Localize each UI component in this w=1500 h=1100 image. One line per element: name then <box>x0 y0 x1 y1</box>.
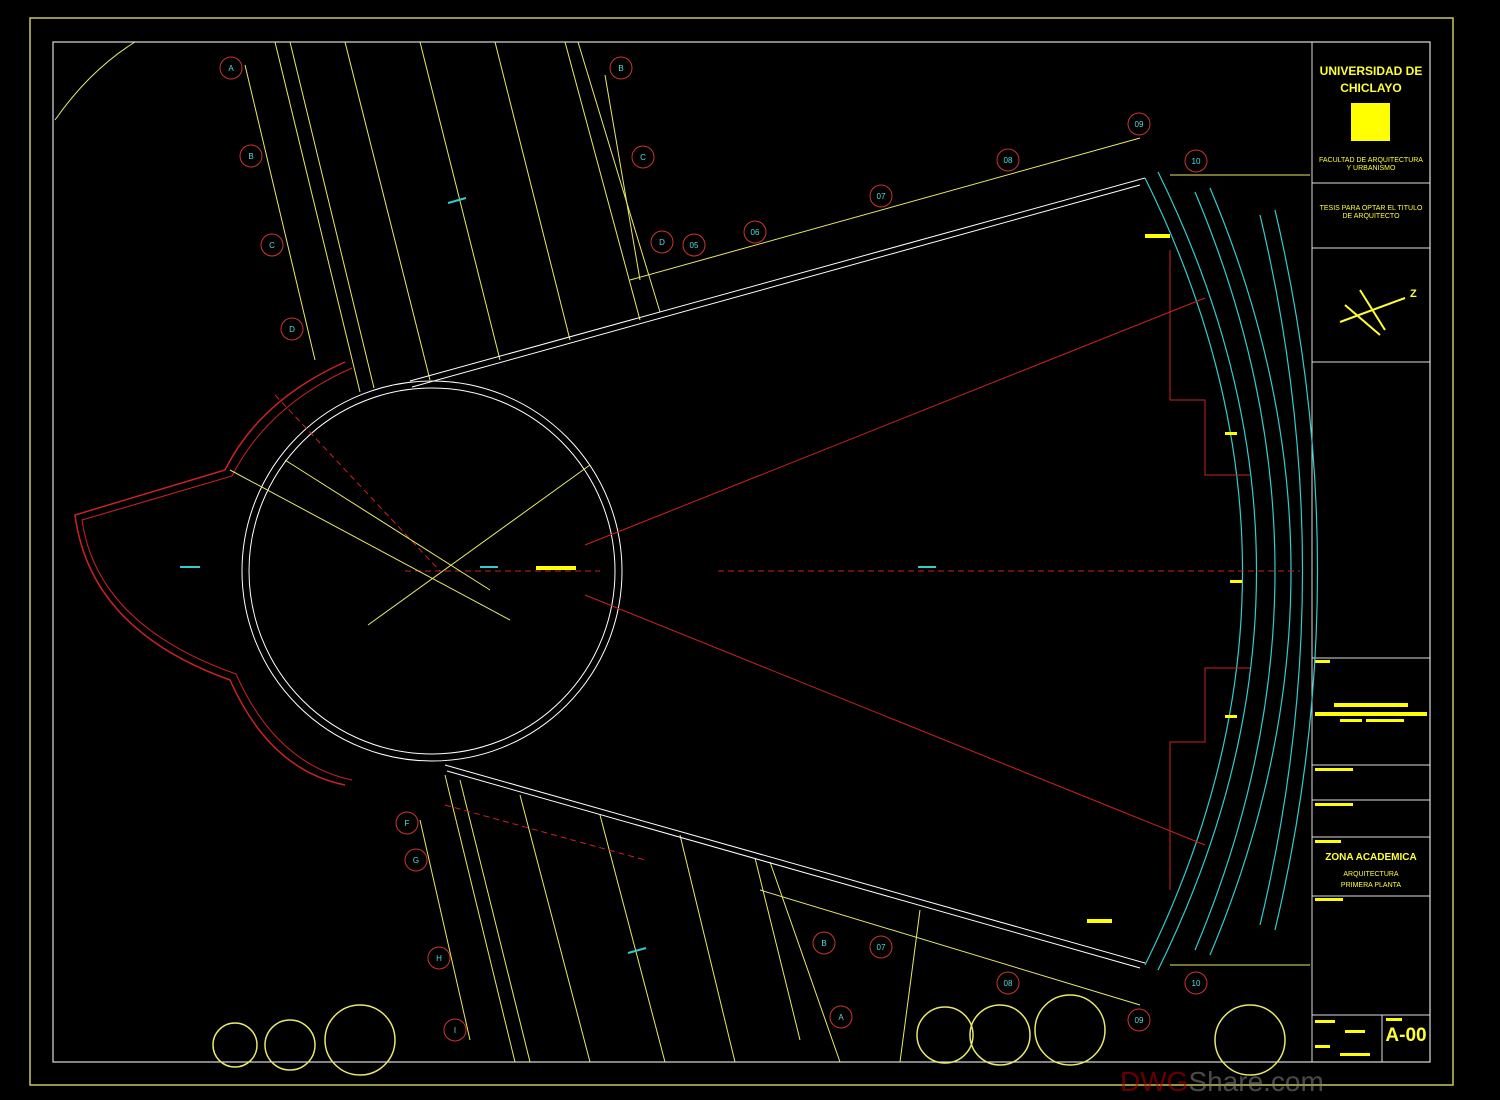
grid-bubble <box>996 971 1020 995</box>
parking-stripes-bottom <box>444 774 921 1063</box>
building-outline <box>241 177 1146 969</box>
grid-bubble-label: B <box>821 939 826 948</box>
grid-bubble-label: 05 <box>690 241 699 250</box>
north-label: Z <box>1410 288 1417 300</box>
grid-bubble <box>219 56 243 80</box>
grid-bubble-label: F <box>405 819 410 828</box>
watermark-brand-b: Share.com <box>1188 1066 1324 1097</box>
grid-bubble-label: 10 <box>1192 157 1201 166</box>
grid-bubble <box>631 145 655 169</box>
grid-bubble <box>395 811 419 835</box>
grid-bubble <box>443 1018 467 1042</box>
grid-bubble <box>743 220 767 244</box>
thesis-text: TESIS PARA OPTAR EL TITULO DE ARQUITECTO <box>1319 205 1423 220</box>
discipline: ARQUITECTURA <box>1343 871 1399 878</box>
grid-bubble-label: B <box>618 64 623 73</box>
grid-bubble <box>404 848 428 872</box>
grid-bubble-label: I <box>454 1026 456 1035</box>
level: PRIMERA PLANTA <box>1340 882 1402 889</box>
grid-bubble <box>682 233 706 257</box>
axis-lines <box>74 250 1300 890</box>
grid-bubble <box>280 317 304 341</box>
grid-bubble <box>1127 112 1151 136</box>
grid-bubble <box>260 233 284 257</box>
title-block-lines <box>1311 42 1430 1062</box>
grid-bubble-label: 08 <box>1004 979 1013 988</box>
grid-bubble <box>239 144 263 168</box>
north-arrow-icon <box>1339 289 1406 336</box>
grid-bubble <box>1127 1008 1151 1032</box>
outer-frame <box>29 17 1454 1086</box>
text-marks <box>536 234 1242 923</box>
grid-bubble-label: 10 <box>1192 979 1201 988</box>
grid-bubble-label: B <box>248 152 253 161</box>
title-block-placeholder-bars <box>1315 660 1427 1056</box>
grid-bubble-label: 06 <box>751 228 760 237</box>
grid-bubble <box>650 230 674 254</box>
grid-bubble <box>869 184 893 208</box>
zone-title: ZONA ACADEMICA <box>1325 852 1417 863</box>
grid-bubble <box>812 931 836 955</box>
circle-radial-lines <box>229 459 591 626</box>
grid-bubble <box>427 946 451 970</box>
grid-bubble <box>1184 971 1208 995</box>
grid-bubble-label: C <box>269 241 275 250</box>
grid-bubble-label: 09 <box>1135 120 1144 129</box>
parking-stripes-top <box>274 41 661 393</box>
university-name: UNIVERSIDAD DE CHICLAYO <box>1319 64 1423 95</box>
grid-bubble-label: D <box>289 325 295 334</box>
sheet-number: A-00 <box>1385 1025 1427 1046</box>
grid-bubble-label: G <box>413 856 419 865</box>
planters <box>212 994 1286 1076</box>
watermark: DWGShare.com <box>1120 1066 1324 1098</box>
level-markers <box>180 197 936 954</box>
dimension-lines <box>54 41 1310 1041</box>
grid-bubble-label: C <box>640 153 646 162</box>
grid-bubble <box>996 148 1020 172</box>
grid-bubble-label: 07 <box>877 943 886 952</box>
grid-bubble-label: A <box>838 1013 844 1022</box>
grid-bubble-label: 07 <box>877 192 886 201</box>
grid-bubble <box>609 56 633 80</box>
grid-bubble <box>869 935 893 959</box>
university-logo <box>1351 103 1390 141</box>
grid-bubble-label: 08 <box>1004 156 1013 165</box>
watermark-brand-a: DWG <box>1120 1066 1189 1097</box>
faculty-name: FACULTAD DE ARQUITECTURA Y URBANISMO <box>1319 157 1423 172</box>
grid-bubble <box>829 1005 853 1029</box>
grid-bubble-label: A <box>228 64 234 73</box>
grid-bubble <box>1184 149 1208 173</box>
grid-bubble-label: 09 <box>1135 1016 1144 1025</box>
inner-frame <box>52 41 1431 1063</box>
grid-bubble-label: H <box>436 954 442 963</box>
grid-bubble-label: D <box>659 238 665 247</box>
